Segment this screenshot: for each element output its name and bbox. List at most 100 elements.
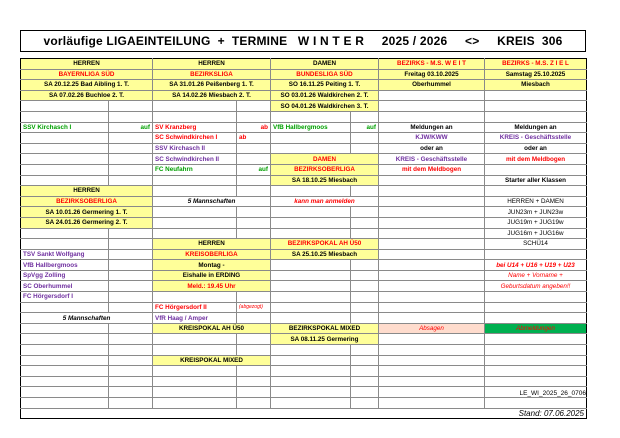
table-cell: [378, 365, 485, 377]
table-cell: [152, 100, 237, 112]
table-cell: SpVgg Zolling: [20, 269, 109, 282]
table-cell: [484, 185, 587, 197]
table-cell: [152, 291, 237, 303]
table-cell: SO 04.01.26 Waldkirchen 3. T.: [270, 100, 379, 112]
table-cell: Name + Vorname +: [484, 269, 587, 282]
table-cell: SA 14.02.26 Miesbach 2. T.: [152, 89, 271, 102]
table-cell: [20, 132, 109, 144]
table-cell: [378, 216, 485, 229]
table-cell: FC Hörgersdorf I: [20, 291, 109, 303]
table-cell: [20, 333, 109, 346]
table-cell: [378, 100, 485, 112]
table-row: [20, 397, 587, 409]
table-cell: [484, 89, 587, 102]
table-cell: [270, 354, 351, 367]
table-cell: [152, 365, 237, 377]
table-cell: [270, 185, 351, 197]
table-cell: [484, 397, 587, 409]
table-cell: VfB Hallbergmoos: [20, 259, 109, 271]
table-cell: [236, 216, 271, 229]
table-row: FC Hörgersdorf II(abgezogt): [20, 301, 587, 314]
table-cell: SC Oberhummel: [20, 280, 109, 293]
table-row: SA 08.11.25 Germering: [20, 333, 587, 346]
table-cell: [378, 333, 485, 346]
table-row: [20, 386, 587, 398]
table-cell: SA 20.12.25 Bad Aibling 1. T.: [20, 79, 153, 91]
table-cell: [20, 163, 109, 176]
table-cell: ab: [236, 121, 271, 134]
table-row: [20, 110, 587, 123]
table-cell: FC Hörgersdorf II: [152, 301, 237, 314]
table-cell: [484, 312, 587, 324]
table-row: [20, 344, 587, 356]
table-cell: [350, 206, 379, 218]
table-cell: [152, 344, 237, 356]
table-cell: [350, 110, 379, 123]
table-cell: [378, 248, 485, 261]
table-cell: [350, 216, 379, 229]
table-cell: [236, 227, 271, 240]
table-cell: SO 16.11.25 Peiting 1. T.: [270, 79, 379, 91]
table-cell: Montag -: [152, 259, 271, 271]
table-cell: Meldungen an: [378, 121, 485, 134]
table-cell: HERREN: [20, 185, 153, 197]
table-row: SA 20.12.25 Bad Aibling 1. T.SA 31.01.26…: [20, 79, 587, 91]
table-cell: [20, 100, 109, 112]
table-cell: [270, 142, 351, 155]
table-cell: (abgezogt): [236, 301, 271, 314]
table-cell: KREISPOKAL AH Ü50: [152, 322, 271, 335]
table-cell: [270, 280, 351, 293]
table-cell: [236, 185, 271, 197]
table-cell: [108, 142, 153, 155]
table-cell: [20, 301, 109, 314]
table-cell: SSV Kirchasch I: [20, 121, 109, 134]
table-cell: oder an: [378, 142, 485, 155]
table-cell: [108, 132, 153, 144]
table-cell: KJW/KWW: [378, 132, 485, 144]
table-cell: SO 03.01.26 Waldkirchen 2. T.: [270, 89, 379, 102]
table-cell: BEZIRKSOBERLIGA: [270, 163, 379, 176]
table-cell: [236, 375, 271, 388]
table-cell: [378, 110, 485, 123]
table-cell: SA 24.01.26 Germering 2. T.: [20, 216, 153, 229]
table-cell: [20, 375, 109, 388]
table-cell: [20, 386, 109, 398]
table-cell: oder an: [484, 142, 587, 155]
table-cell: [270, 291, 351, 303]
table-cell: [152, 333, 237, 346]
table-cell: [484, 163, 587, 176]
table-cell: [108, 248, 153, 261]
table-cell: [270, 110, 351, 123]
table-cell: [20, 365, 109, 377]
table-cell: [236, 174, 271, 187]
table-cell: [108, 291, 153, 303]
table-cell: 5 Mannschaften: [20, 312, 153, 324]
table-cell: [350, 312, 379, 324]
table-cell: [236, 333, 271, 346]
table-cell: [20, 174, 109, 187]
table-cell: [236, 344, 271, 356]
table-cell: [108, 174, 153, 187]
table-cell: mit dem Meldbogen: [484, 153, 587, 165]
table-cell: [270, 386, 351, 398]
table-cell: HERREN + DAMEN: [484, 195, 587, 208]
table-cell: BEZIRKS - M.S. W E I T: [378, 58, 485, 70]
table-cell: Freitag 03.10.2025: [378, 68, 485, 81]
table-cell: VfR Haag / Amper: [152, 312, 237, 324]
table-cell: [378, 386, 485, 398]
table-cell: [20, 322, 109, 335]
table-cell: [108, 322, 153, 335]
table-cell: [270, 269, 351, 282]
table-cell: BUNDESLIGA SÜD: [270, 68, 379, 81]
table-cell: [484, 301, 587, 314]
table-cell: [236, 386, 271, 398]
table-cell: [152, 375, 237, 388]
table-cell: Geburtsdatum angeben!!: [484, 280, 587, 293]
table-cell: [350, 291, 379, 303]
table-cell: [20, 227, 109, 240]
table-cell: [484, 365, 587, 377]
